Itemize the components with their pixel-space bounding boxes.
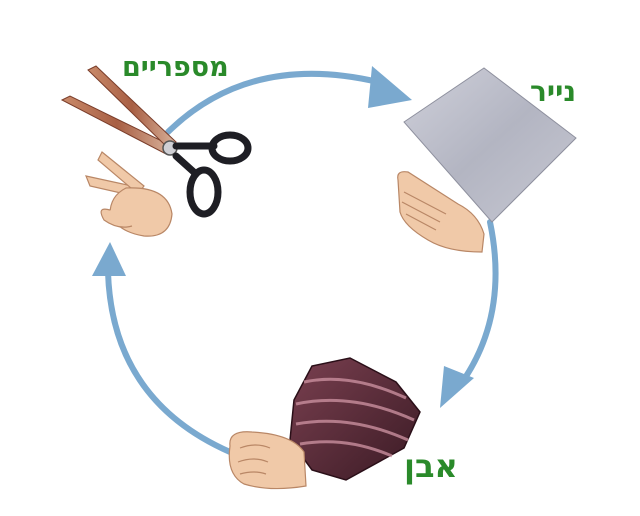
cycle-arrows [105,70,499,455]
arc-scissors-to-paper [165,70,381,135]
paper-sheet-icon [403,67,577,223]
arc-rock-to-scissors [105,269,233,455]
arrowhead-to-rock [440,366,474,408]
rock-icon [289,357,421,481]
hand-scissors-icon [85,151,173,237]
arrowhead-to-paper [368,66,412,108]
label-paper: נייר [530,75,577,108]
arrowhead-to-scissors [92,242,126,276]
label-scissors: מספריים [122,52,229,83]
hand-paper-icon [397,171,485,253]
scissors-icon [60,65,252,218]
label-rock: אבן [404,447,458,485]
arc-paper-to-rock [455,219,499,391]
hand-rock-icon [228,431,307,490]
arrow-heads [92,66,474,408]
